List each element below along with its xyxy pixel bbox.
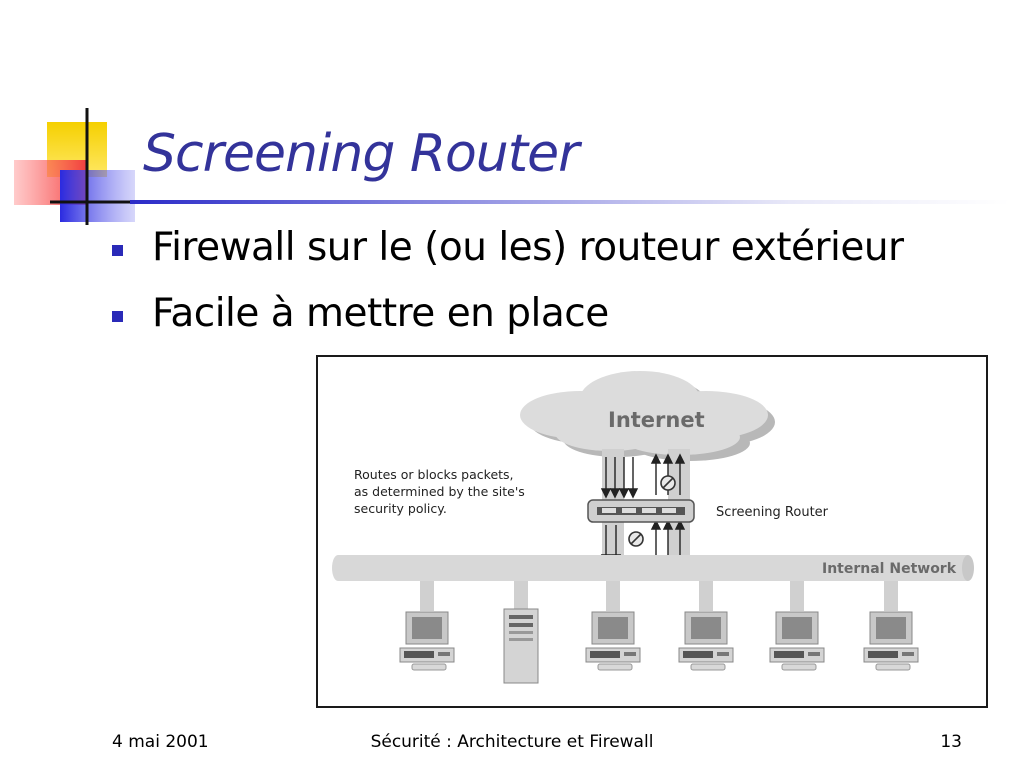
- server-icon: [503, 608, 539, 684]
- internal-network-bus: [332, 555, 974, 581]
- internet-cloud: [520, 371, 775, 461]
- workstation-icon: [678, 611, 734, 671]
- page-number: 13: [940, 732, 962, 752]
- router-note-line-3: security policy.: [354, 501, 447, 516]
- bullet-text: Facile à mettre en place: [152, 291, 609, 336]
- footer-title: Sécurité : Architecture et Firewall: [370, 732, 654, 752]
- internet-label: Internet: [608, 408, 705, 432]
- internal-network-label: Internal Network: [822, 561, 957, 577]
- router-label: Screening Router: [716, 505, 829, 520]
- screening-router-diagram: Internet: [316, 355, 988, 708]
- bullet-text: Firewall sur le (ou les) routeur extérie…: [152, 225, 904, 270]
- workstation-icon: [863, 611, 919, 671]
- router-note-line-2: as determined by the site's: [354, 484, 525, 499]
- workstation-icon: [769, 611, 825, 671]
- bullet-item: Facile à mettre en place: [112, 288, 904, 354]
- bullet-item: Firewall sur le (ou les) routeur extérie…: [112, 222, 904, 288]
- workstation-icon: [585, 611, 641, 671]
- slide-logo: [0, 100, 150, 230]
- bullet-square-icon: [112, 311, 123, 322]
- slide-title: Screening Router: [143, 124, 580, 184]
- workstation-icon: [399, 611, 455, 671]
- bullet-list: Firewall sur le (ou les) routeur extérie…: [112, 222, 904, 354]
- footer-date: 4 mai 2001: [112, 732, 209, 752]
- router-note-line-1: Routes or blocks packets,: [354, 467, 514, 482]
- title-rule: [130, 200, 1010, 204]
- bullet-square-icon: [112, 245, 123, 256]
- blocked-icon: [628, 475, 676, 547]
- router-icon: [587, 499, 695, 523]
